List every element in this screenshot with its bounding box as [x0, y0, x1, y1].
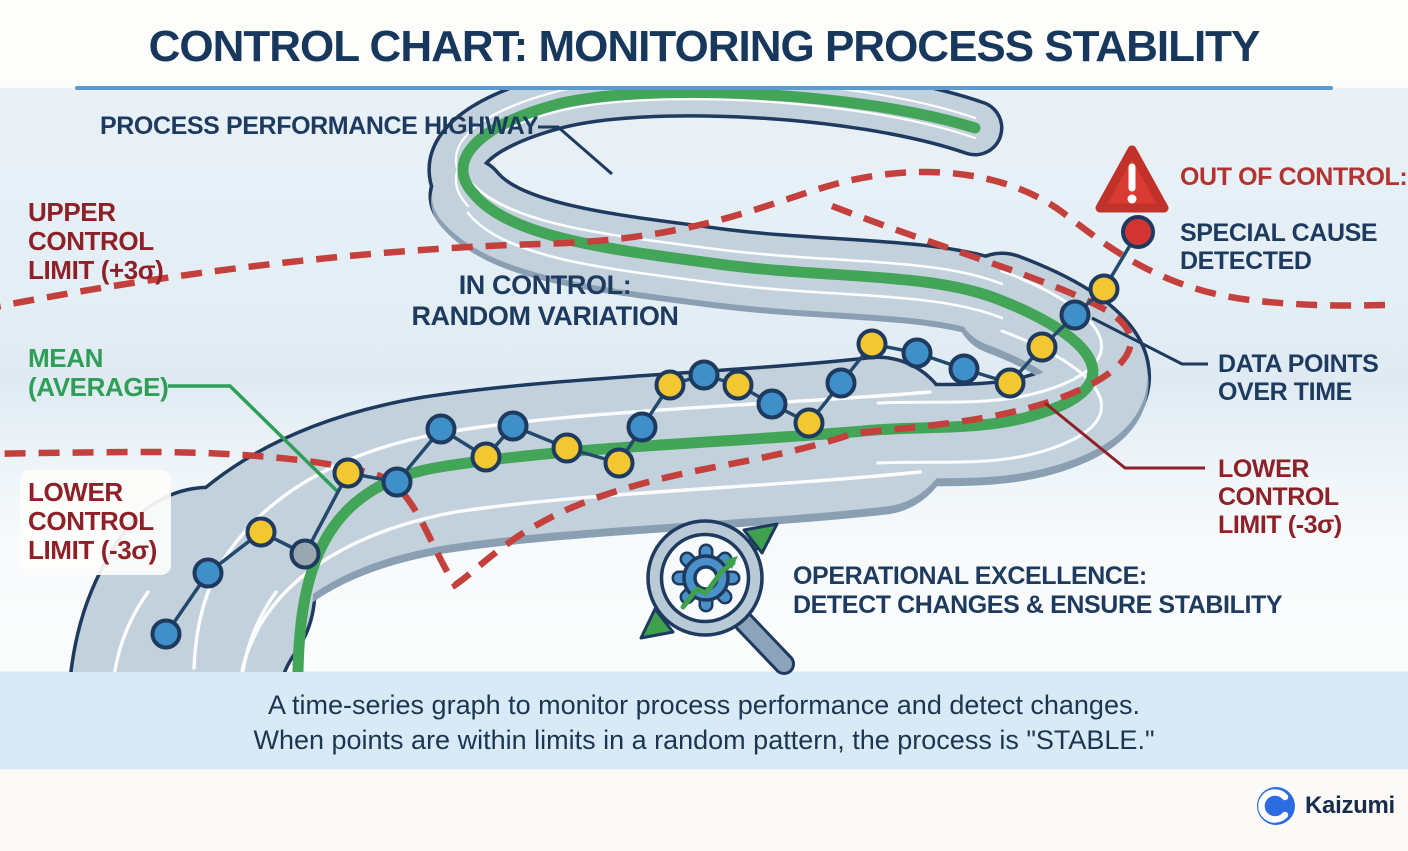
label-out-of-control: OUT OF CONTROL: SPECIAL CAUSE DETECTED [1180, 135, 1408, 303]
data-point-yellow [1088, 273, 1120, 305]
label-data-points-over-time: DATA POINTS OVER TIME [1218, 350, 1379, 406]
data-point-blue [425, 413, 457, 445]
data-point-yellow [1026, 331, 1058, 363]
data-point-blue [688, 359, 720, 391]
label-operational-excellence: OPERATIONAL EXCELLENCE: DETECT CHANGES &… [793, 562, 1283, 619]
highway-leader-line [538, 125, 613, 176]
data-point-blue [192, 557, 224, 589]
label-upper-control-limit: UPPER CONTROL LIMIT (+3σ) [28, 197, 164, 285]
kaizumi-logo: Kaizumi [1256, 786, 1395, 826]
caption-line-1: A time-series graph to monitor process p… [268, 690, 1140, 720]
page-title: CONTROL CHART: MONITORING PROCESS STABIL… [148, 22, 1261, 71]
caption-line-2: When points are within limits in a rando… [253, 725, 1155, 755]
data-point-blue [381, 466, 413, 498]
label-out-of-control-body: SPECIAL CAUSE DETECTED [1180, 219, 1378, 275]
label-mean-average: MEAN (AVERAGE) [28, 343, 169, 402]
magnifier-gear-icon [639, 519, 795, 675]
data-point-blue [497, 410, 529, 442]
data-point-yellow [994, 367, 1026, 399]
data-point-blue [150, 618, 182, 650]
data-point-yellow [332, 457, 364, 489]
data-point-yellow [856, 328, 888, 360]
brand-name: Kaizumi [1305, 792, 1395, 819]
upper-control-limit-line [0, 168, 1386, 310]
data-point-yellow [603, 447, 635, 479]
data-point-yellow [654, 369, 686, 401]
label-lower-control-limit-left: LOWER CONTROL LIMIT (-3σ) [20, 470, 171, 575]
data-point-blue [948, 353, 980, 385]
data-point-yellow [245, 516, 277, 548]
data-point-yellow [551, 432, 583, 464]
lcl-right-leader-line [1044, 401, 1205, 470]
label-lower-control-limit-right: LOWER CONTROL LIMIT (-3σ) [1218, 455, 1342, 539]
label-out-of-control-head: OUT OF CONTROL: [1180, 163, 1408, 191]
lower-control-limit-line [0, 202, 1134, 590]
label-in-control: IN CONTROL: RANDOM VARIATION [411, 270, 679, 331]
data-point-yellow [470, 441, 502, 473]
data-point-blue [901, 337, 933, 369]
data-point-yellow [722, 369, 754, 401]
data-point-gray [289, 538, 321, 570]
data-point-yellow [793, 407, 825, 439]
brand-mark-icon [1257, 787, 1295, 825]
data-point-blue [756, 388, 788, 420]
mean-leader-line [168, 384, 340, 494]
footer-caption: A time-series graph to monitor process p… [0, 688, 1408, 758]
data-point-blue [626, 411, 658, 443]
data-point-blue [1059, 299, 1091, 331]
data-point-blue [825, 367, 857, 399]
data-point-chain [150, 215, 1155, 650]
label-process-performance-highway: PROCESS PERFORMANCE HIGHWAY [100, 112, 539, 140]
warning-triangle-icon [1095, 145, 1169, 213]
data-point-red [1121, 215, 1155, 249]
data-points-leader-line [1091, 316, 1208, 366]
title-underline [75, 86, 1333, 90]
